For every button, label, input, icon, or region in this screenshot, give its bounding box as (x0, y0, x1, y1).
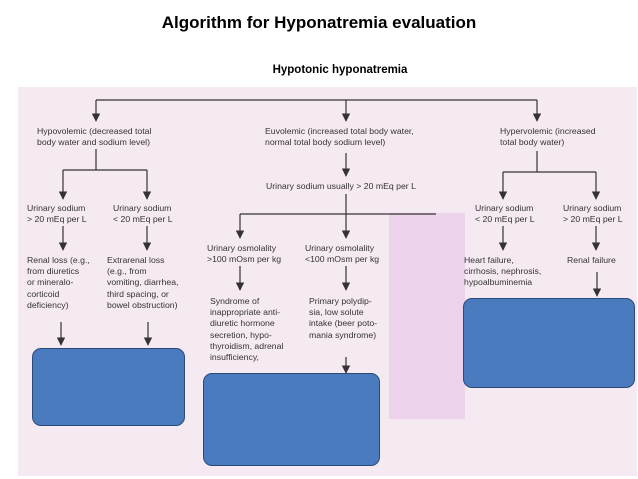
node-hyper-urine-high: Urinary sodium > 20 mEq per L (563, 203, 623, 225)
node-polydipsia: Primary polydip- sia, low solute intake … (309, 296, 378, 340)
node-extrarenal-loss: Extrarenal loss (e.g., from vomiting, di… (107, 255, 179, 310)
node-osm-high: Urinary osmolality >100 mOsm per kg (207, 243, 282, 265)
node-renal-loss: Renal loss (e.g., from diuretics or mine… (27, 255, 90, 310)
node-hyper-urine-low: Urinary sodium < 20 mEq per L (475, 203, 535, 225)
diagram-subtitle: Hypotonic hyponatremia (272, 64, 408, 76)
overlay-box-left (32, 348, 185, 426)
node-euvolemic: Euvolemic (increased total body water, n… (265, 126, 414, 148)
node-hypervolemic: Hypervolemic (increased total body water… (500, 126, 596, 148)
node-hypo-urine-high: Urinary sodium > 20 mEq per L (27, 203, 87, 225)
node-euvolemic-urine: Urinary sodium usually > 20 mEq per L (266, 181, 416, 191)
overlay-box-right (463, 298, 635, 388)
node-hypovolemic: Hypovolemic (decreased total body water … (37, 126, 152, 148)
node-renal-failure: Renal failure (567, 255, 616, 265)
node-heart-failure: Heart failure, cirrhosis, nephrosis, hyp… (464, 255, 542, 288)
node-siadh: Syndrome of inappropriate anti- diuretic… (210, 296, 284, 363)
highlight-stripe (389, 213, 465, 419)
diagram-title: Algorithm for Hyponatremia evaluation (161, 13, 477, 32)
node-osm-low: Urinary osmolality <100 mOsm per kg (305, 243, 380, 265)
overlay-box-center (203, 373, 380, 466)
node-hypo-urine-low: Urinary sodium < 20 mEq per L (113, 203, 173, 225)
